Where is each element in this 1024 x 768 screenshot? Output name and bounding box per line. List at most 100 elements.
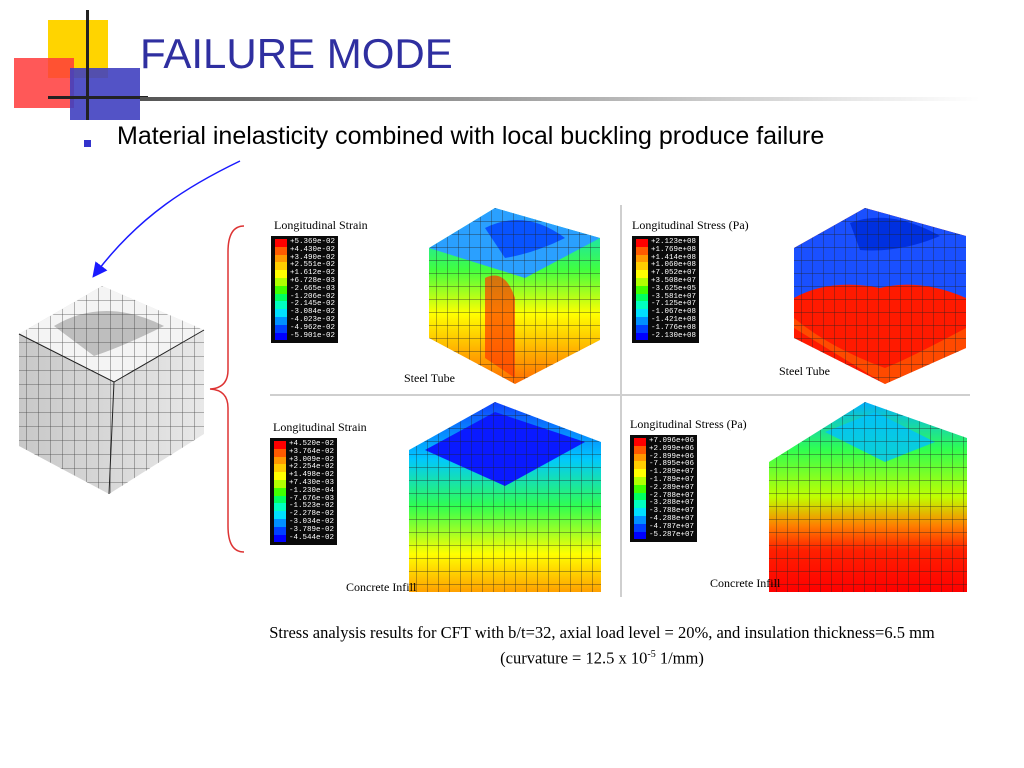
legend-row: -3.288e+07 (634, 499, 695, 509)
legend-swatch (274, 456, 286, 465)
part-label-concrete-infill-stress: Concrete Infill (710, 576, 781, 590)
legend-row: +7.430e-03 (274, 478, 335, 488)
legend-row: -4.288e+07 (634, 515, 694, 524)
legend-value: -3.581e+07 (651, 292, 697, 301)
legend-swatch (634, 438, 646, 446)
legend-swatch (634, 461, 646, 470)
legend-row: +6.728e-03 (275, 276, 336, 286)
legend-row: -3.788e+07 (634, 507, 695, 516)
legend-value: -1.421e+08 (651, 315, 697, 324)
legend-value: -4.962e-02 (290, 323, 336, 332)
legend-swatch (275, 270, 287, 278)
legend-swatch (636, 332, 648, 341)
legend-row: -2.899e+06 (634, 453, 694, 462)
contour-legend-strain-concrete: +4.520e-02+3.764e-02+3.009e-02+2.254e-02… (270, 438, 338, 546)
legend-row: +2.551e-02 (275, 262, 335, 271)
logo-horizontal-line (48, 96, 148, 99)
legend-value: -2.278e-02 (289, 510, 335, 519)
legend-value: +3.490e-02 (290, 253, 336, 262)
part-label-concrete-infill-strain: Concrete Infill (346, 580, 417, 594)
legend-value: +7.052e+07 (651, 269, 697, 278)
pointer-arrow (92, 160, 241, 278)
legend-title-stress-steel: Longitudinal Stress (Pa) (632, 218, 749, 232)
legend-value: +3.009e-02 (289, 455, 335, 464)
legend-value: -3.789e-02 (289, 525, 335, 534)
legend-value: -1.067e+08 (651, 308, 697, 317)
legend-value: -2.665e-03 (290, 284, 336, 293)
legend-value: -7.895e+06 (649, 460, 695, 469)
part-label-steel-tube-strain: Steel Tube (404, 371, 456, 385)
legend-swatch (636, 316, 648, 325)
legend-swatch (275, 246, 287, 255)
steel-tube-stress-contour (794, 208, 966, 384)
bullet-text: Material inelasticity combined with loca… (117, 122, 825, 150)
legend-row: +1.769e+08 (636, 245, 697, 255)
legend-swatch (634, 453, 646, 462)
legend-value: +1.769e+08 (651, 245, 697, 254)
legend-value: -3.788e+07 (649, 507, 695, 516)
legend-swatch (634, 484, 646, 493)
legend-swatch (274, 503, 286, 512)
legend-swatch (274, 534, 286, 543)
legend-swatch (634, 508, 646, 516)
legend-value: -2.788e+07 (649, 491, 695, 500)
legend-swatch (275, 262, 287, 271)
concrete-infill-stress-contour (769, 402, 967, 592)
legend-value: -7.125e+07 (651, 300, 697, 309)
legend-row: -2.130e+08 (636, 332, 696, 341)
legend-swatch (274, 495, 286, 504)
contour-legend-stress-steel: +2.123e+08+1.769e+08+1.414e+08+1.060e+08… (632, 236, 700, 344)
legend-row: +7.052e+07 (636, 269, 697, 278)
contour-legend-stress-concrete: +7.096e+06+2.099e+06-2.899e+06-7.895e+06… (630, 435, 698, 543)
legend-swatch (274, 518, 286, 527)
slide-title: FAILURE MODE (140, 30, 453, 77)
bullet-marker (84, 140, 91, 147)
legend-row: -3.084e-02 (275, 308, 336, 317)
legend-swatch (634, 469, 646, 477)
legend-value: +7.096e+06 (649, 437, 695, 445)
legend-swatch (634, 531, 646, 540)
legend-swatch (636, 285, 648, 294)
legend-value: -3.625e+05 (651, 284, 697, 293)
legend-swatch (636, 254, 648, 263)
legend-row: -1.523e-02 (274, 503, 334, 512)
legend-row: -1.776e+08 (636, 324, 696, 333)
legend-row: -1.289e+07 (634, 468, 694, 477)
legend-value: +4.430e-02 (290, 245, 336, 254)
legend-swatch (636, 324, 648, 333)
logo-vertical-line (86, 10, 89, 120)
legend-swatch (636, 309, 648, 317)
legend-value: -1.230e-04 (289, 486, 335, 495)
legend-row: -2.788e+07 (634, 491, 695, 501)
legend-row: +3.009e-02 (274, 455, 335, 465)
legend-swatch (275, 301, 287, 310)
legend-swatch (634, 515, 646, 524)
legend-swatch (275, 285, 287, 294)
legend-swatch (275, 332, 287, 341)
legend-row: -2.665e-03 (275, 284, 336, 294)
legend-value: +3.764e-02 (289, 447, 335, 456)
panel-divider-vertical (620, 205, 622, 597)
legend-value: +1.498e-02 (289, 471, 335, 480)
legend-value: +1.060e+08 (651, 261, 697, 270)
legend-value: -3.288e+07 (649, 499, 695, 508)
legend-swatch (636, 270, 648, 278)
legend-swatch (634, 445, 646, 454)
legend-row: -4.023e-02 (275, 316, 335, 325)
legend-value: +7.430e-03 (289, 478, 335, 487)
legend-value: +1.414e+08 (651, 253, 697, 262)
legend-swatch (275, 324, 287, 333)
legend-swatch (275, 239, 287, 247)
legend-row: -3.625e+05 (636, 284, 697, 294)
legend-row: +1.060e+08 (636, 261, 697, 271)
legend-value: -4.544e-02 (289, 533, 335, 542)
legend-value: +6.728e-03 (290, 276, 336, 285)
legend-value: -1.206e-02 (290, 292, 336, 301)
legend-title-stress-concrete: Longitudinal Stress (Pa) (630, 417, 747, 431)
legend-swatch (636, 301, 648, 310)
legend-row: -2.278e-02 (274, 510, 335, 519)
legend-row: -1.230e-04 (274, 486, 335, 496)
legend-value: +5.369e-02 (290, 238, 336, 246)
legend-value: -3.084e-02 (290, 308, 336, 317)
legend-row: +4.430e-02 (275, 245, 336, 255)
